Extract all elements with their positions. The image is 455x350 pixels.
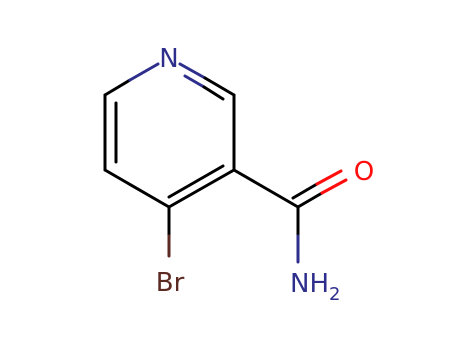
bond-c6-n1-b [128,62,160,82]
bond-c7-o-2b [315,169,343,186]
bond-c7-o [296,191,324,209]
bromine-label: Br [156,268,185,298]
substituents [167,168,348,264]
oxygen-label: O [354,157,374,187]
bond-n1-c2-b [203,76,236,97]
bond-n1-c2 [178,62,207,80]
bond-c6-n1 [103,78,132,97]
amide-nitrogen-label: NH2 [290,269,340,305]
amide-subscript: 2 [329,284,340,305]
ring-nitrogen-label: N [159,44,178,74]
bond-n1-c2-inner [183,74,206,89]
bond-c7-o-b [320,178,348,195]
bond-c3-c4-inner [167,164,225,199]
bond-c3-c7 [232,168,300,209]
bond-n1-c2-inner-b [202,85,225,101]
bond-c3-c4 [167,168,236,209]
bond-c4-c5 [103,168,171,209]
amide-nh-text: NH [290,269,329,299]
bond-c7-o-2 [291,182,319,200]
pyridine-ring [103,62,236,209]
